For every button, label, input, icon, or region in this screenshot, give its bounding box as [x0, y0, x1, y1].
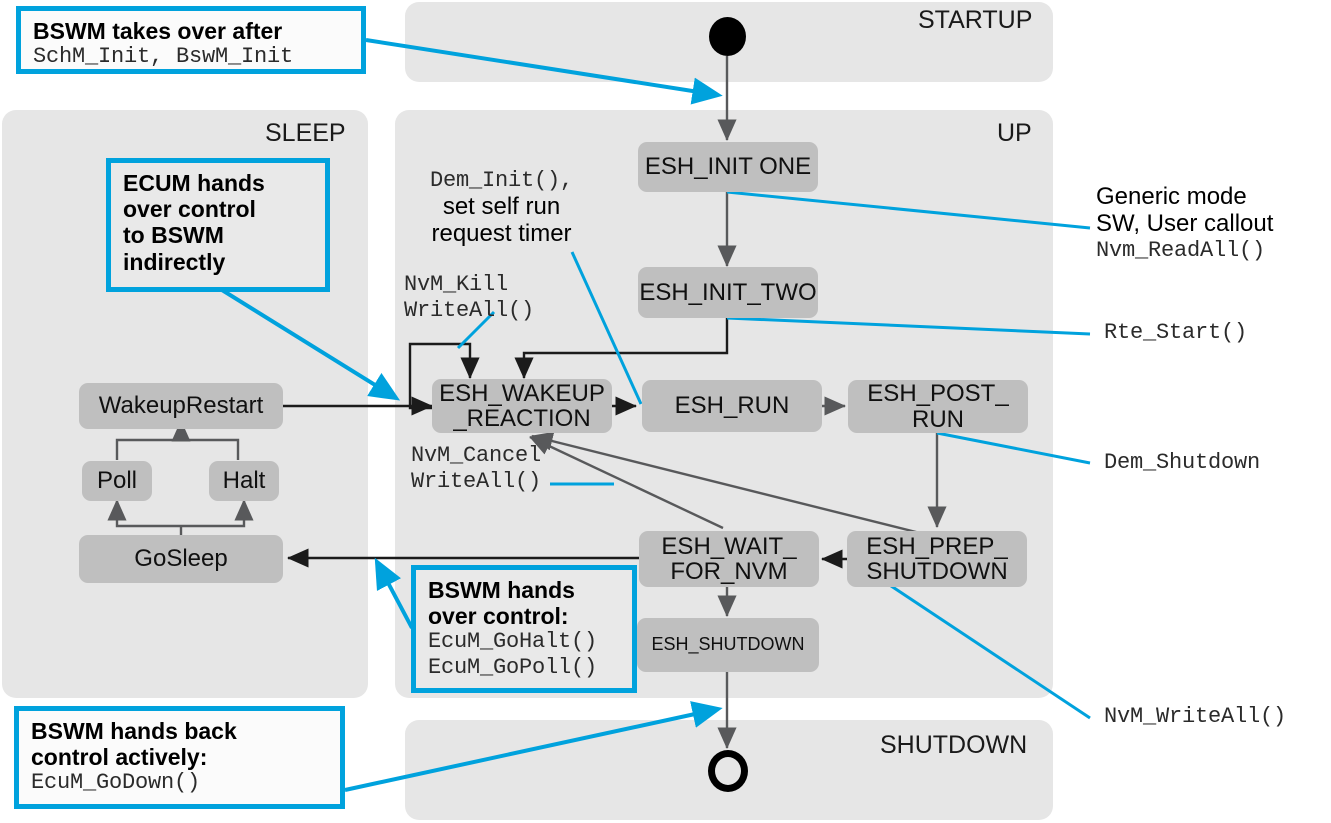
callout-takes-over-bold: BSWM takes over after: [33, 18, 283, 44]
note-dem-init-mono: Dem_Init(),: [430, 168, 574, 193]
note-nvm-writeall-l1: NvM_WriteAll(): [1104, 704, 1287, 729]
callout-ecum-l2: over control: [123, 196, 256, 223]
state-esh-post-run[interactable]: ESH_POST_ RUN: [848, 380, 1028, 433]
initial-state-node: [709, 17, 746, 56]
state-esh-post-run-line2: RUN: [912, 405, 964, 433]
state-go-sleep-label: GoSleep: [134, 545, 228, 573]
callout-bswm-over-l2: over control:: [428, 603, 569, 630]
state-esh-prep-shutdown[interactable]: ESH_PREP_ SHUTDOWN: [847, 531, 1027, 587]
state-esh-init-two[interactable]: ESH_INIT_TWO: [638, 267, 818, 318]
state-esh-run[interactable]: ESH_RUN: [642, 380, 822, 432]
state-esh-run-label: ESH_RUN: [674, 392, 790, 420]
state-go-sleep[interactable]: GoSleep: [79, 535, 283, 583]
note-dem-init: Dem_Init(), set self run request timer: [430, 168, 573, 248]
note-generic-mode-l3: Nvm_ReadAll(): [1096, 237, 1266, 263]
note-nvm-cancel-l1: NvM_Cancel: [411, 443, 542, 468]
state-esh-prep-shutdown-line1: ESH_PREP_: [866, 532, 1008, 560]
callout-hands-back-l2: control actively:: [31, 744, 208, 771]
note-nvm-kill-l1: NvM_Kill: [404, 272, 509, 297]
callout-ecum-l4: indirectly: [123, 248, 226, 275]
state-esh-wait-for-nvm-line2: FOR_NVM: [670, 558, 788, 585]
note-dem-shutdown: Dem_Shutdown: [1104, 450, 1260, 476]
callout-hands-back-l1: BSWM hands back: [31, 718, 237, 744]
note-generic-mode-l2: SW, User callout: [1096, 209, 1274, 237]
state-esh-wakeup-reaction-line1: ESH_WAKEUP: [439, 379, 605, 407]
note-rte-start: Rte_Start(): [1104, 320, 1247, 346]
region-sleep-label: SLEEP: [265, 119, 346, 147]
state-wakeup-restart[interactable]: WakeupRestart: [79, 383, 283, 429]
callout-takes-over-mono: SchM_Init, BswM_Init: [33, 44, 294, 70]
note-generic-mode: Generic mode SW, User callout Nvm_ReadAl…: [1096, 183, 1274, 264]
state-esh-shutdown-label: ESH_SHUTDOWN: [651, 634, 805, 655]
callout-ecum-l1: ECUM hands: [123, 170, 265, 196]
state-wakeup-restart-label: WakeupRestart: [98, 392, 264, 420]
state-esh-wait-for-nvm[interactable]: ESH_WAIT_ FOR_NVM: [639, 531, 819, 587]
state-esh-post-run-line1: ESH_POST_: [867, 380, 1009, 408]
state-halt-label: Halt: [222, 467, 266, 495]
note-nvm-kill-l2: WriteAll(): [404, 297, 535, 323]
callout-hands-back-m1: EcuM_GoDown(): [31, 770, 201, 796]
region-shutdown-label: SHUTDOWN: [880, 731, 1028, 759]
state-esh-wait-for-nvm-line1: ESH_WAIT_: [661, 532, 797, 560]
state-esh-init-one[interactable]: ESH_INIT ONE: [638, 142, 818, 192]
note-dem-shutdown-l1: Dem_Shutdown: [1104, 450, 1261, 475]
callout-bswm-over-m1: EcuM_GoHalt(): [428, 629, 598, 655]
callout-bswm-hands-over: BSWM hands over control: EcuM_GoHalt() E…: [411, 565, 637, 693]
state-esh-init-two-label: ESH_INIT_TWO: [639, 278, 817, 306]
note-dem-init-sans1: set self run: [442, 192, 561, 220]
callout-ecum-l3: to BSWM: [123, 222, 224, 249]
state-esh-shutdown[interactable]: ESH_SHUTDOWN: [637, 618, 819, 672]
note-nvm-writeall: NvM_WriteAll(): [1104, 704, 1286, 730]
note-dem-init-sans2: request timer: [431, 219, 572, 247]
state-esh-prep-shutdown-line2: SHUTDOWN: [866, 558, 1008, 585]
state-esh-init-one-label: ESH_INIT ONE: [644, 153, 812, 181]
callout-bswm-hands-back: BSWM hands back control actively: EcuM_G…: [14, 706, 345, 809]
callout-bswm-over-l1: BSWM hands: [428, 577, 575, 603]
final-state-node: [708, 750, 748, 792]
note-nvm-cancel: NvM_Cancel WriteAll(): [411, 443, 541, 495]
callout-bswm-takes-over: BSWM takes over after SchM_Init, BswM_In…: [16, 6, 366, 74]
state-poll[interactable]: Poll: [82, 461, 152, 501]
callout-bswm-over-m2: EcuM_GoPoll(): [428, 654, 598, 680]
note-nvm-cancel-l2: WriteAll(): [411, 468, 542, 494]
note-rte-start-l1: Rte_Start(): [1104, 320, 1248, 345]
region-startup-label: STARTUP: [918, 6, 1033, 34]
state-halt[interactable]: Halt: [209, 461, 279, 501]
state-esh-wakeup-reaction[interactable]: ESH_WAKEUP _REACTION: [432, 379, 612, 433]
callout-ecum-hands-over: ECUM hands over control to BSWM indirect…: [106, 158, 330, 292]
region-up-label: UP: [997, 119, 1032, 147]
state-poll-label: Poll: [96, 467, 138, 495]
note-generic-mode-l1: Generic mode: [1096, 183, 1247, 210]
note-nvm-kill: NvM_Kill WriteAll(): [404, 272, 534, 324]
state-esh-wakeup-reaction-line2: _REACTION: [453, 405, 591, 432]
